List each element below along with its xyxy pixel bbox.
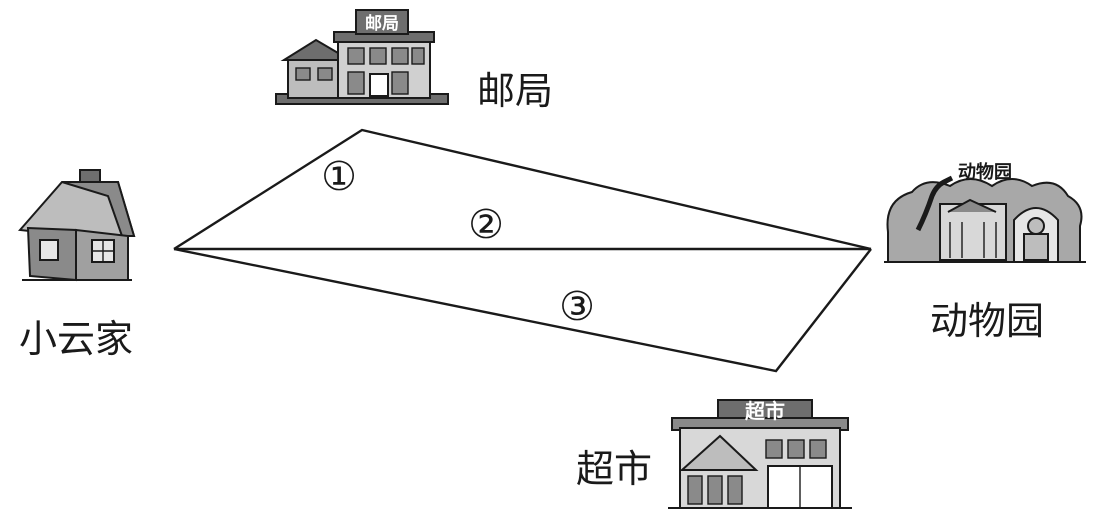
route-3-marker: ③ — [559, 284, 595, 330]
home-label: 小云家 — [19, 317, 134, 361]
zoo-label: 动物园 — [930, 299, 1045, 343]
route-1-marker: ① — [321, 154, 357, 200]
supermarket-sign: 超市 — [744, 399, 785, 423]
post-office-icon — [275, 9, 449, 105]
house-icon — [17, 169, 136, 282]
route-2-marker: ② — [468, 202, 504, 248]
routes — [173, 128, 872, 373]
post-office-sign: 邮局 — [365, 13, 399, 34]
zoo-icon — [884, 175, 1086, 263]
route-3-line — [173, 247, 872, 373]
supermarket-icon — [668, 399, 852, 509]
post-office-label: 邮局 — [477, 69, 554, 113]
route-1-line — [173, 128, 872, 251]
route-markers: ① ② ③ — [321, 154, 595, 330]
supermarket-label: 超市 — [576, 447, 653, 491]
zoo-sign: 动物园 — [958, 161, 1012, 183]
